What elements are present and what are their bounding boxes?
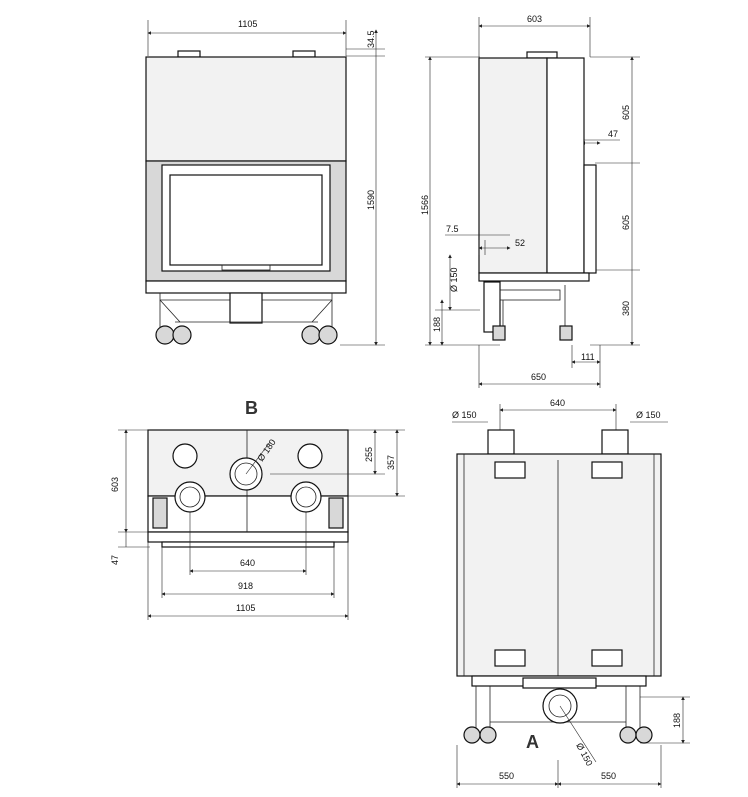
side-base-label: 650 xyxy=(531,372,546,382)
side-left-offset-label: 7.5 xyxy=(446,224,459,234)
front-width-label: 1105 xyxy=(238,19,257,29)
top-view: B Ø 180 603 47 255 357 xyxy=(110,398,405,620)
flue-circle-top-right xyxy=(297,443,323,469)
top-right-label-2: 357 xyxy=(386,455,396,470)
top-depth-label: 603 xyxy=(110,477,120,492)
top-front-label: 47 xyxy=(110,555,120,565)
side-upper-label: 605 xyxy=(621,105,631,120)
side-lower-label: 380 xyxy=(621,301,631,316)
front-view: 1105 34.5 1590 xyxy=(145,19,385,346)
side-middle-label: 605 xyxy=(621,215,631,230)
flue-circle-bottom-right xyxy=(290,481,322,513)
view-letter-a: A xyxy=(526,732,539,752)
rear-left-dia-label: Ø 150 xyxy=(452,410,477,420)
view-letter-b: B xyxy=(245,398,258,418)
rear-view: 640 Ø 150 Ø 150 A Ø 150 xyxy=(452,398,690,788)
side-low-label: 188 xyxy=(432,317,442,332)
side-foot-label: 111 xyxy=(581,352,595,362)
rear-top-spacing-label: 640 xyxy=(550,398,565,408)
flue-circle-top-left xyxy=(172,443,198,469)
rear-right-dia-label: Ø 150 xyxy=(636,410,661,420)
side-depth-label: 603 xyxy=(527,14,542,24)
front-height-label: 1590 xyxy=(366,190,376,210)
side-height-label: 1566 xyxy=(420,195,430,215)
top-width-label: 1105 xyxy=(236,603,255,613)
rear-right-half-label: 550 xyxy=(601,771,616,781)
rear-bottom-dia-label: Ø 150 xyxy=(574,741,594,767)
side-inner-offset-label: 52 xyxy=(515,238,525,248)
rear-left-half-label: 550 xyxy=(499,771,514,781)
top-right-label-1: 255 xyxy=(364,447,374,462)
side-view: 603 1566 605 605 380 47 7.5 52 Ø xyxy=(420,14,640,388)
front-top-offset-label: 34.5 xyxy=(366,30,376,48)
rear-low-label: 188 xyxy=(672,713,682,728)
top-inner-width-label: 918 xyxy=(238,581,253,591)
side-recess-label: 47 xyxy=(608,129,618,139)
flue-circle-bottom-left xyxy=(174,481,206,513)
side-diameter-label: Ø 150 xyxy=(449,267,459,292)
top-spacing-label: 640 xyxy=(240,558,255,568)
